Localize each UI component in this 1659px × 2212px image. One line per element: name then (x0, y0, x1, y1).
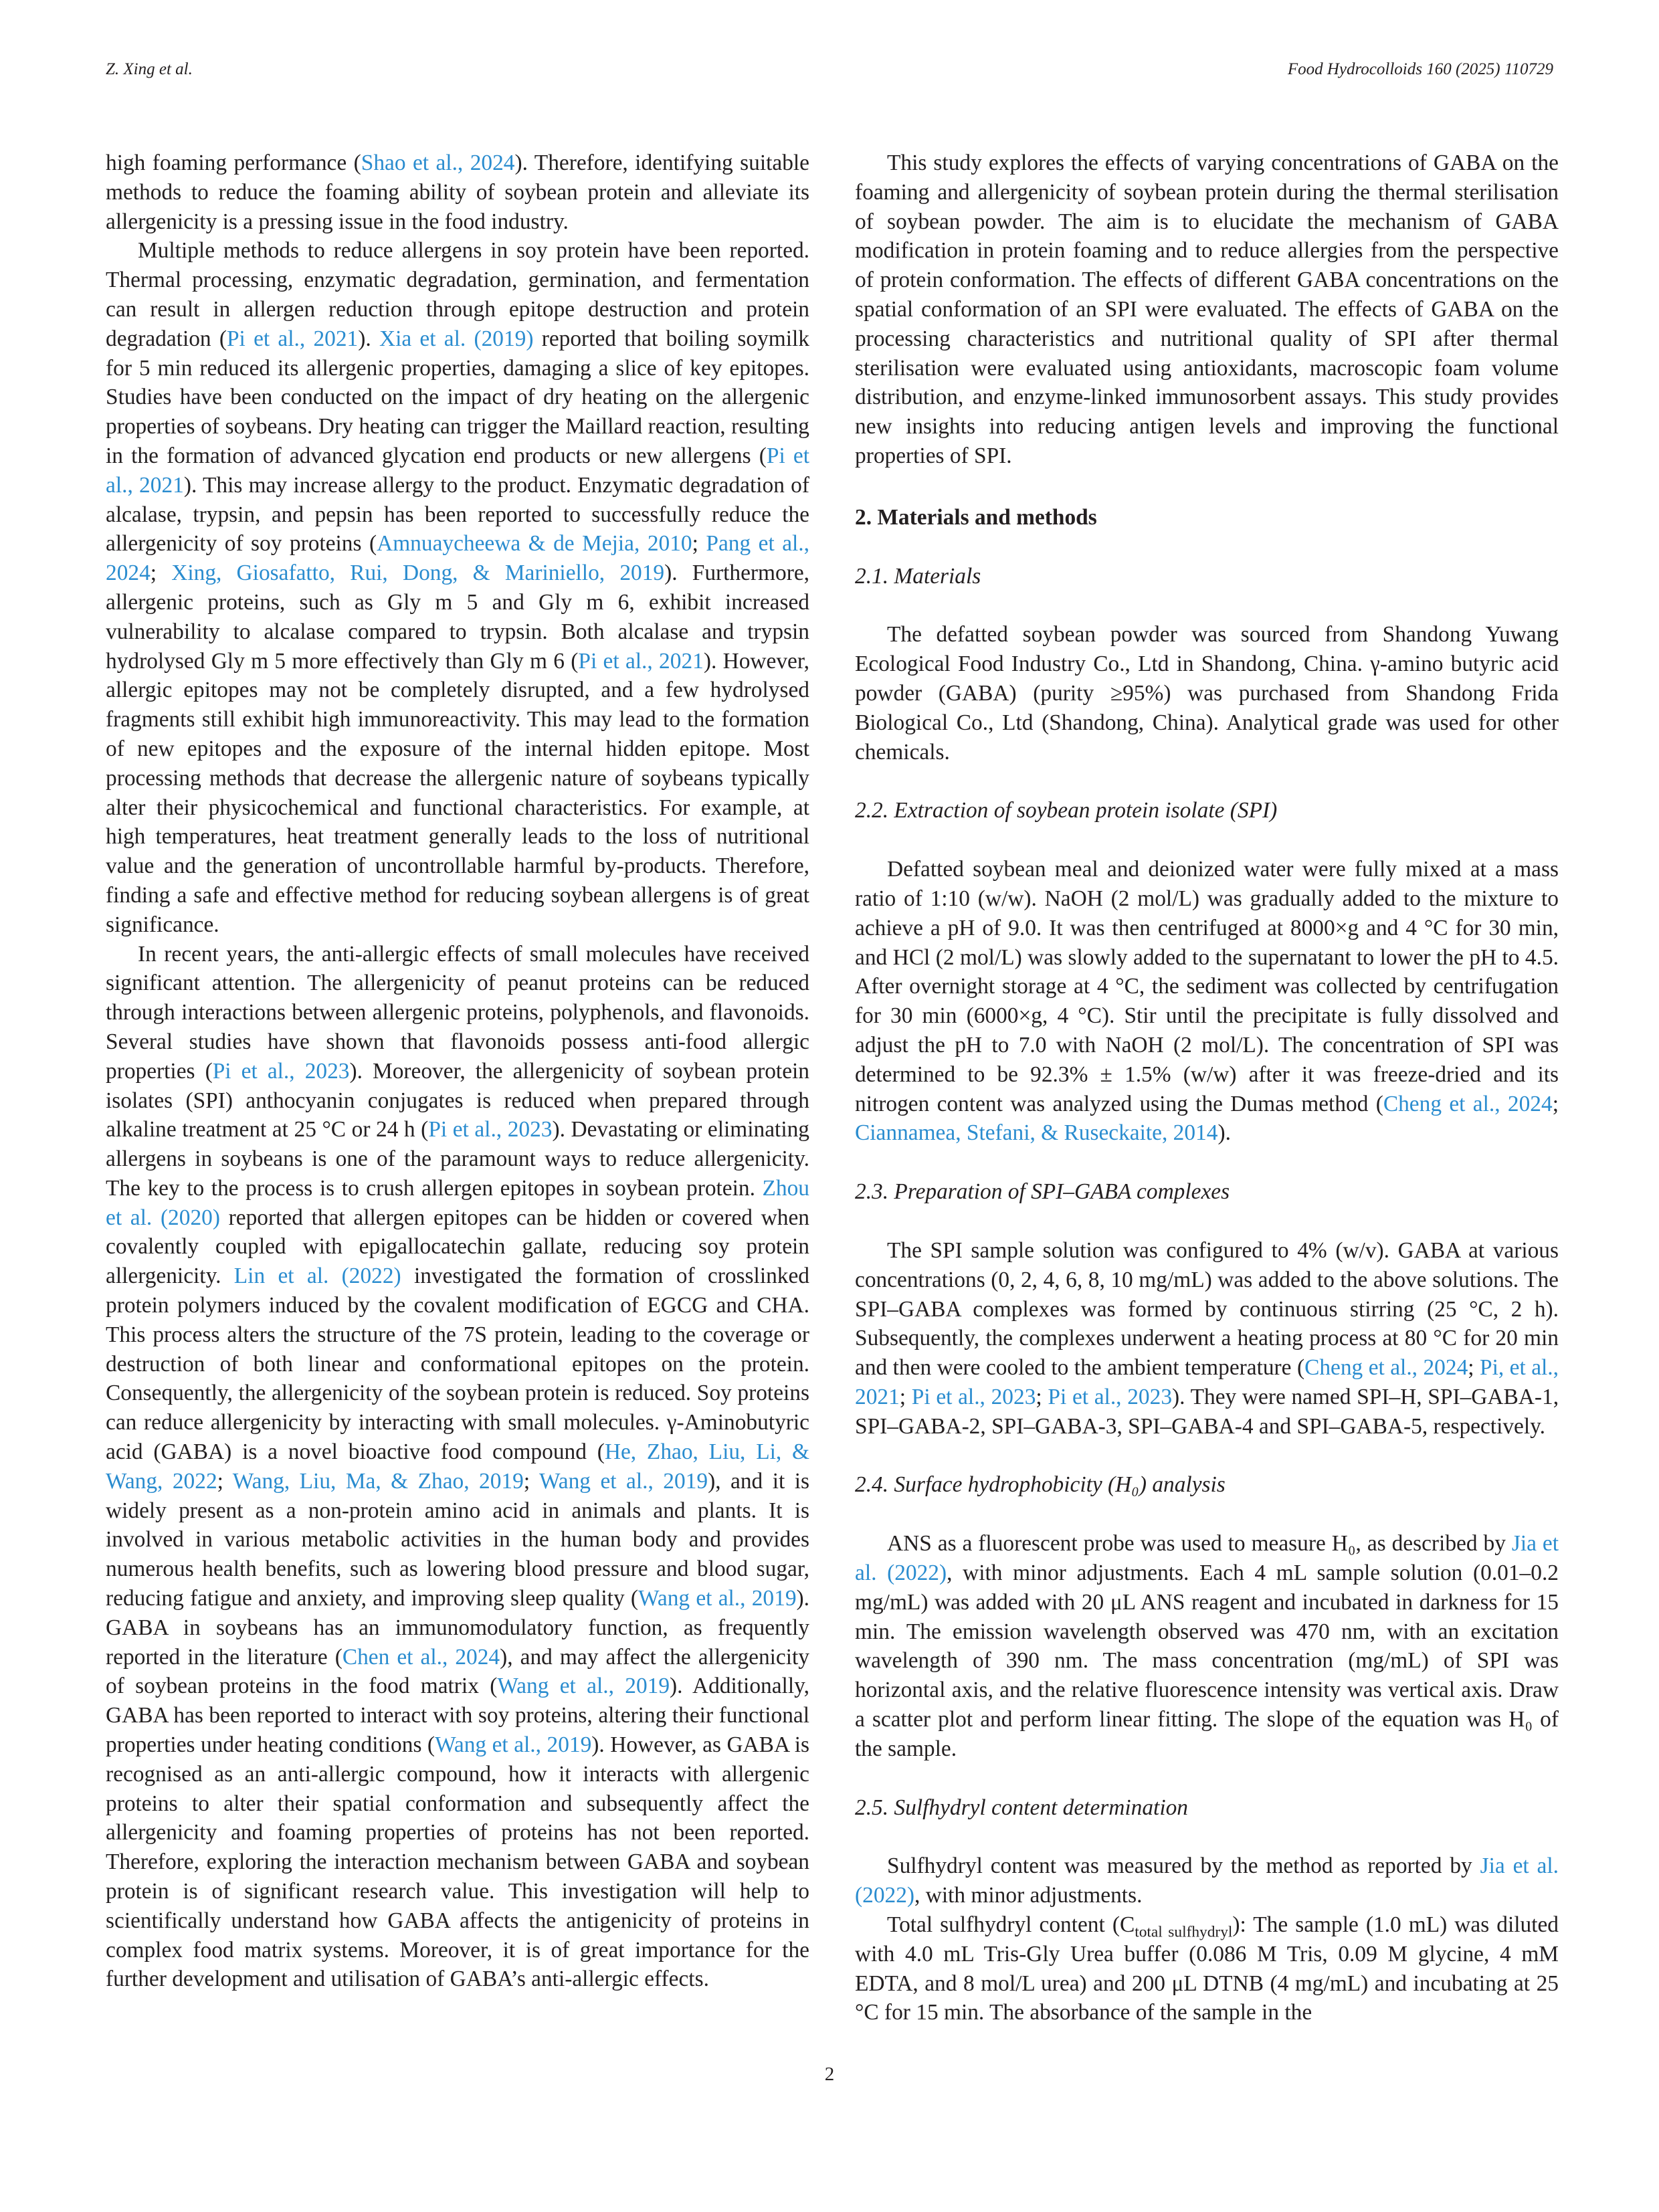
text-run: ), and may affect the allergenicity of s… (106, 1644, 809, 1699)
text-run: Defatted soybean meal and deionized wate… (855, 857, 1559, 1116)
citation-link[interactable]: Jia et al. (2022) (855, 1531, 1559, 1586)
text-run: ; (692, 531, 706, 557)
paragraph-extraction: Defatted soybean meal and deionized wate… (855, 855, 1559, 1148)
citation-link[interactable]: Ciannamea, Stefani, & Ruseckaite, 2014 (855, 1120, 1218, 1146)
paragraph-sulfhydryl-method: Sulfhydryl content was measured by the m… (855, 1851, 1559, 1910)
citation-link[interactable]: Pang et al., 2024 (106, 531, 810, 586)
citation-link[interactable]: Xing, Giosafatto, Rui, Dong, & Mariniell… (171, 561, 665, 586)
right-column: This study explores the effects of varyi… (855, 148, 1559, 2027)
subsection-heading-extraction: 2.2. Extraction of soybean protein isola… (855, 798, 1278, 823)
text-run: ). GABA in soybeans has an immunomodulat… (106, 1586, 809, 1670)
paragraph-small-molecules: In recent years, the anti-allergic effec… (106, 940, 809, 1995)
text-run: ). However, allergic epitopes may not be… (106, 648, 810, 937)
citation-link[interactable]: Pi et al., 2023 (911, 1384, 1036, 1409)
text-run: ANS as a fluorescent probe was used to m… (887, 1531, 1512, 1556)
text-run: ; (217, 1468, 233, 1494)
subsection-heading-materials: 2.1. Materials (855, 563, 981, 589)
citation-link[interactable]: Lin et al. (2022) (233, 1264, 401, 1289)
text-run: ; (1036, 1384, 1048, 1409)
text-run: ; (523, 1468, 539, 1494)
text-run: In recent years, the anti-allergic effec… (106, 941, 809, 1084)
text-run: ). This may increase allergy to the prod… (106, 472, 809, 557)
paragraph-hydrophobicity: ANS as a fluorescent probe was used to m… (855, 1529, 1559, 1763)
text-run: ; (150, 561, 172, 586)
citation-link[interactable]: Zhou et al. (2020) (106, 1175, 809, 1230)
journal-running-head: Food Hydrocolloids 160 (2025) 110729 (1287, 60, 1553, 78)
paragraph-materials: The defatted soybean powder was sourced … (855, 622, 1559, 765)
citation-link[interactable]: Shao et al., 2024 (361, 150, 515, 175)
text-run: ): The sample (1.0 mL) was diluted with … (855, 1912, 1559, 2025)
text-run: ). However, as GABA is recognised as an … (106, 1732, 809, 1992)
citation-link[interactable]: Wang et al., 2019 (497, 1674, 670, 1699)
section-heading-materials-methods: 2. Materials and methods (855, 504, 1097, 530)
text-run: ). They were named SPI–H, SPI–GABA-1, SP… (855, 1384, 1559, 1439)
citation-link[interactable]: Pi et al., 2021 (578, 648, 704, 674)
paragraph-complexes: The SPI sample solution was configured t… (855, 1236, 1559, 1441)
citation-link[interactable]: Cheng et al., 2024 (1383, 1091, 1553, 1116)
text-run: ), and it is widely present as a non-pro… (106, 1468, 809, 1611)
author-running-head: Z. Xing et al. (106, 60, 193, 78)
left-column: high foaming performance (Shao et al., 2… (106, 148, 809, 1994)
running-head: Z. Xing et al. Food Hydrocolloids 160 (2… (106, 60, 1553, 79)
text-run: , with minor adjustments. (914, 1883, 1143, 1908)
paragraph-allergen-methods: Multiple methods to reduce allergens in … (106, 236, 809, 939)
text-run: Sulfhydryl content was measured by the m… (887, 1853, 1480, 1879)
citation-link[interactable]: Cheng et al., 2024 (1304, 1355, 1468, 1381)
citation-link[interactable]: Wang et al., 2019 (435, 1732, 592, 1758)
citation-link[interactable]: Pi et al., 2021 (106, 443, 810, 498)
paragraph-continuation: high foaming performance (Shao et al., 2… (106, 148, 809, 236)
text-run: ; (1552, 1091, 1559, 1116)
citation-link[interactable]: Jia et al. (2022) (855, 1853, 1559, 1908)
citation-link[interactable]: Xia et al. (2019) (379, 326, 534, 351)
page-number: 2 (824, 2064, 835, 2085)
text-run: ). (358, 326, 379, 351)
text-run: Total sulfhydryl content (C (887, 1912, 1135, 1938)
text-run: high foaming performance ( (106, 150, 361, 175)
text-run: ; (1468, 1355, 1480, 1381)
text-run: reported that boiling soymilk for 5 min … (106, 326, 809, 468)
citation-link[interactable]: Pi et al., 2021 (226, 326, 359, 351)
text-run: ). Devastating or eliminating allergens … (106, 1117, 809, 1201)
citation-link[interactable]: Pi et al., 2023 (1048, 1384, 1173, 1409)
subsection-heading-complexes: 2.3. Preparation of SPI–GABA complexes (855, 1179, 1230, 1205)
citation-link[interactable]: Wang et al., 2019 (539, 1468, 708, 1494)
paragraph-study-aim: This study explores the effects of varyi… (855, 150, 1559, 468)
text-run: reported that allergen epitopes can be h… (106, 1205, 809, 1289)
text-run: , with minor adjustments. Each 4 mL samp… (855, 1561, 1559, 1761)
citation-link[interactable]: Chen et al., 2024 (342, 1644, 500, 1670)
subscript: total sulfhydryl (1135, 1923, 1233, 1941)
subsection-heading-sulfhydryl: 2.5. Sulfhydryl content determination (855, 1795, 1188, 1820)
citation-link[interactable]: Pi, et al., 2021 (855, 1355, 1559, 1409)
citation-link[interactable]: Pi et al., 2023 (212, 1058, 350, 1084)
text-run: ). (1217, 1120, 1231, 1146)
text-run: ). Additionally, GABA has been reported … (106, 1674, 809, 1758)
citation-link[interactable]: Wang, Liu, Ma, & Zhao, 2019 (232, 1468, 524, 1494)
text-run: ). Furthermore, allergenic proteins, suc… (106, 561, 810, 674)
subsection-heading-hydrophobicity: 2.4. Surface hydrophobicity (H₀) analysi… (855, 1472, 1226, 1498)
citation-link[interactable]: He, Zhao, Liu, Li, & Wang, 2022 (106, 1439, 810, 1494)
text-run: Multiple methods to reduce allergens in … (106, 238, 809, 351)
citation-link[interactable]: Pi et al., 2023 (428, 1117, 553, 1142)
paragraph-total-sulfhydryl: Total sulfhydryl content (Ctotal sulfhyd… (855, 1910, 1559, 2027)
text-run: The SPI sample solution was configured t… (855, 1237, 1559, 1381)
text-run: ; (899, 1384, 912, 1409)
citation-link[interactable]: Wang et al., 2019 (638, 1586, 797, 1611)
text-run: investigated the formation of crosslinke… (106, 1264, 810, 1465)
citation-link[interactable]: Amnuaycheewa & de Mejia, 2010 (377, 531, 692, 557)
text-run: ). Moreover, the allergenicity of soybea… (106, 1058, 810, 1142)
text-run: ). Therefore, identifying suitable metho… (106, 150, 809, 234)
